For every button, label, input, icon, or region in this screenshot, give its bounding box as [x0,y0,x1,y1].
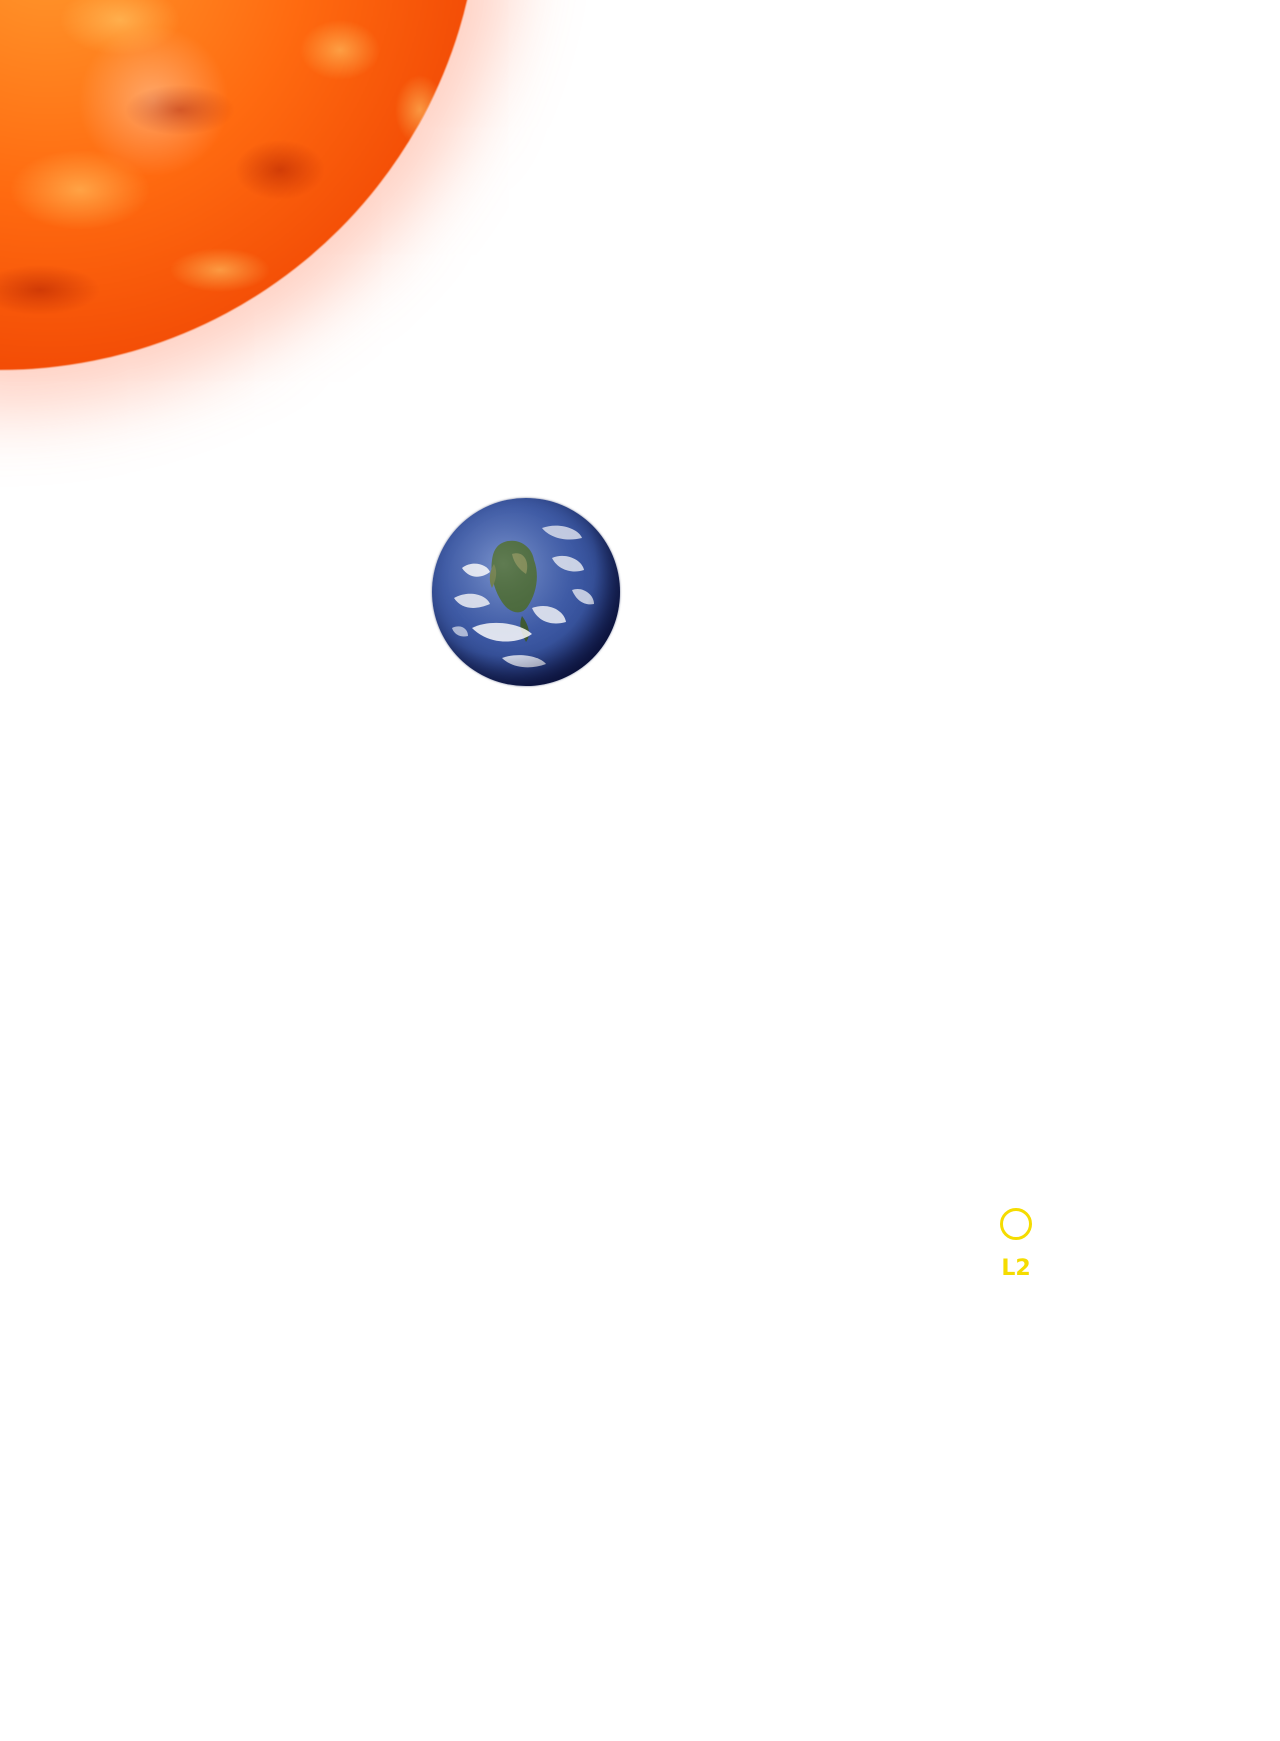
sun-texture [0,0,445,315]
sun-icon [0,0,480,370]
l2-point-marker [1000,1208,1032,1240]
earth-surface [432,498,620,686]
l2-point-label: L2 [1001,1256,1031,1281]
earth-icon [432,498,620,686]
